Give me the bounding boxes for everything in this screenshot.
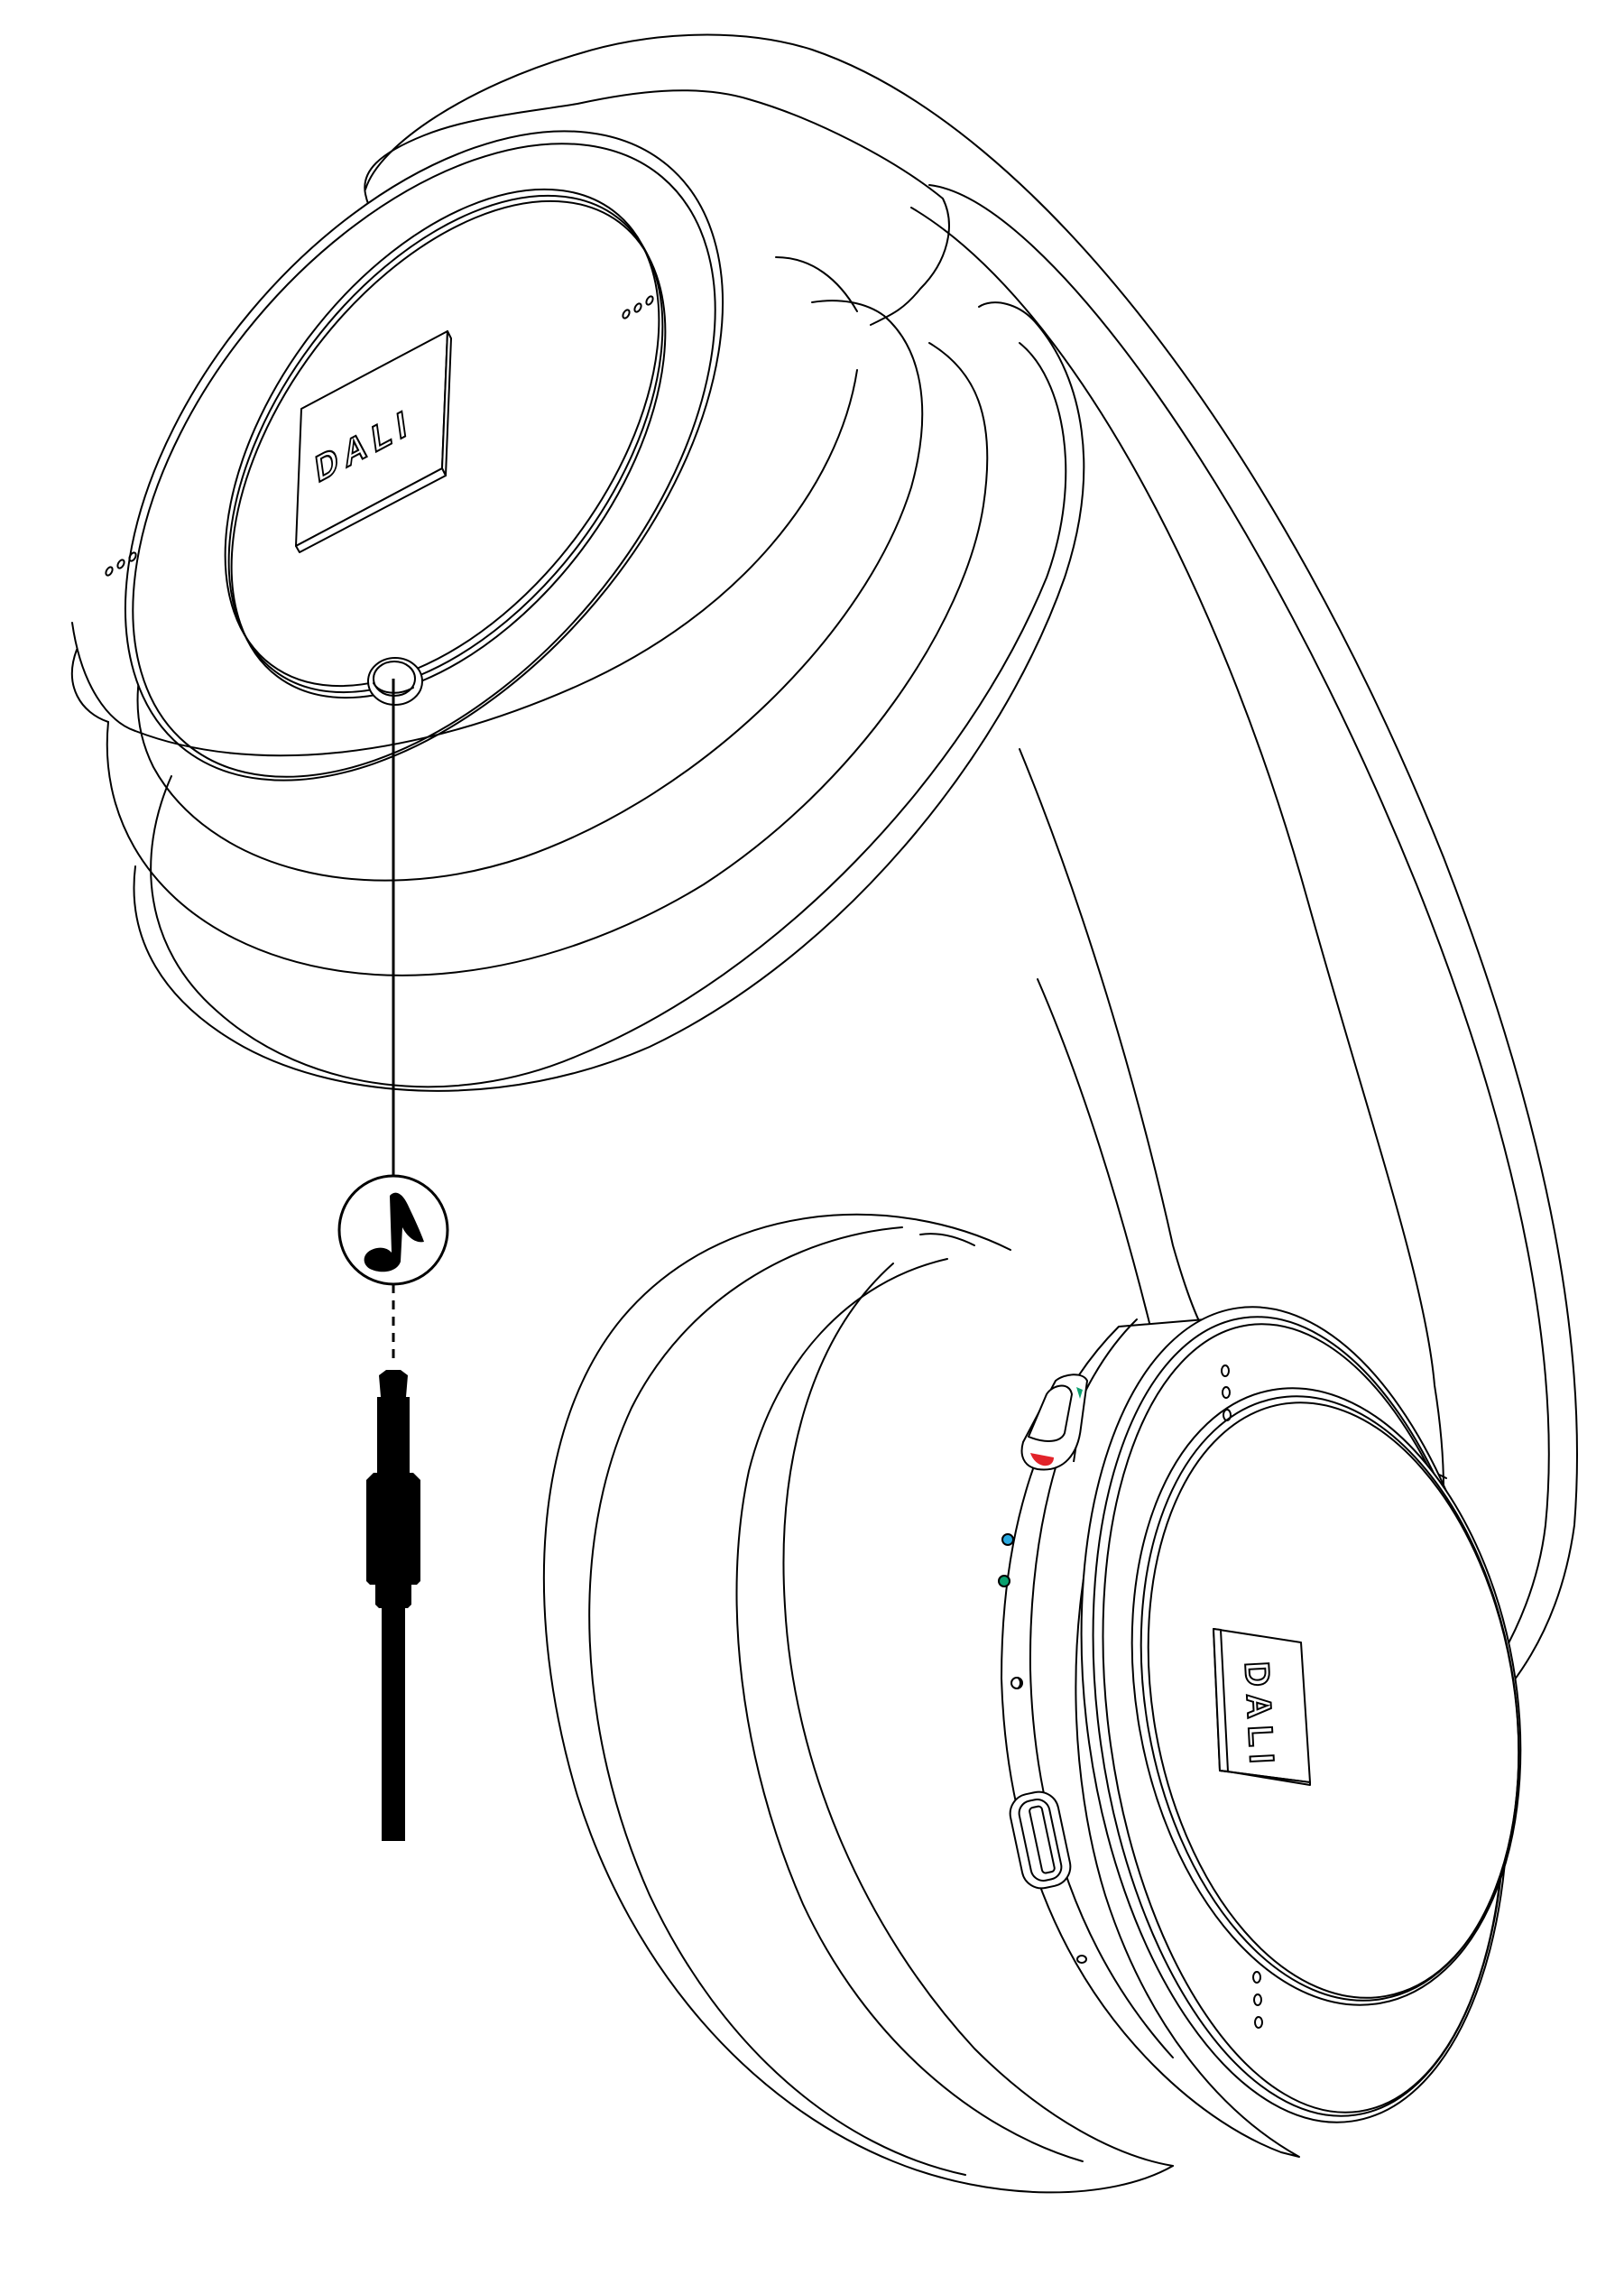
music-note-icon	[337, 1174, 449, 1286]
right-cup-dali-logo: DALI	[1213, 1628, 1311, 1786]
multi-function-button[interactable]	[1010, 1677, 1023, 1689]
mic-holes-right-top	[1221, 1364, 1232, 1421]
status-led-blue	[1001, 1533, 1014, 1546]
svg-text:DALI: DALI	[1237, 1660, 1280, 1771]
mic-holes-lower	[105, 551, 137, 577]
audio-cable-plug	[366, 1370, 420, 1841]
right-ear-cup: DALI	[542, 1213, 1522, 2194]
power-switch[interactable]	[1020, 1374, 1088, 1471]
audio-jack-port	[367, 657, 423, 706]
mic-holes-upper	[622, 295, 654, 319]
microphone-hole	[1076, 1955, 1087, 1964]
usb-c-port[interactable]	[1007, 1789, 1075, 1892]
mic-holes-right-bottom	[1252, 1971, 1263, 2029]
left-ear-cup: DALI	[71, 130, 1085, 1092]
left-cup-dali-logo: DALI	[295, 330, 452, 553]
status-led-green	[998, 1575, 1010, 1587]
